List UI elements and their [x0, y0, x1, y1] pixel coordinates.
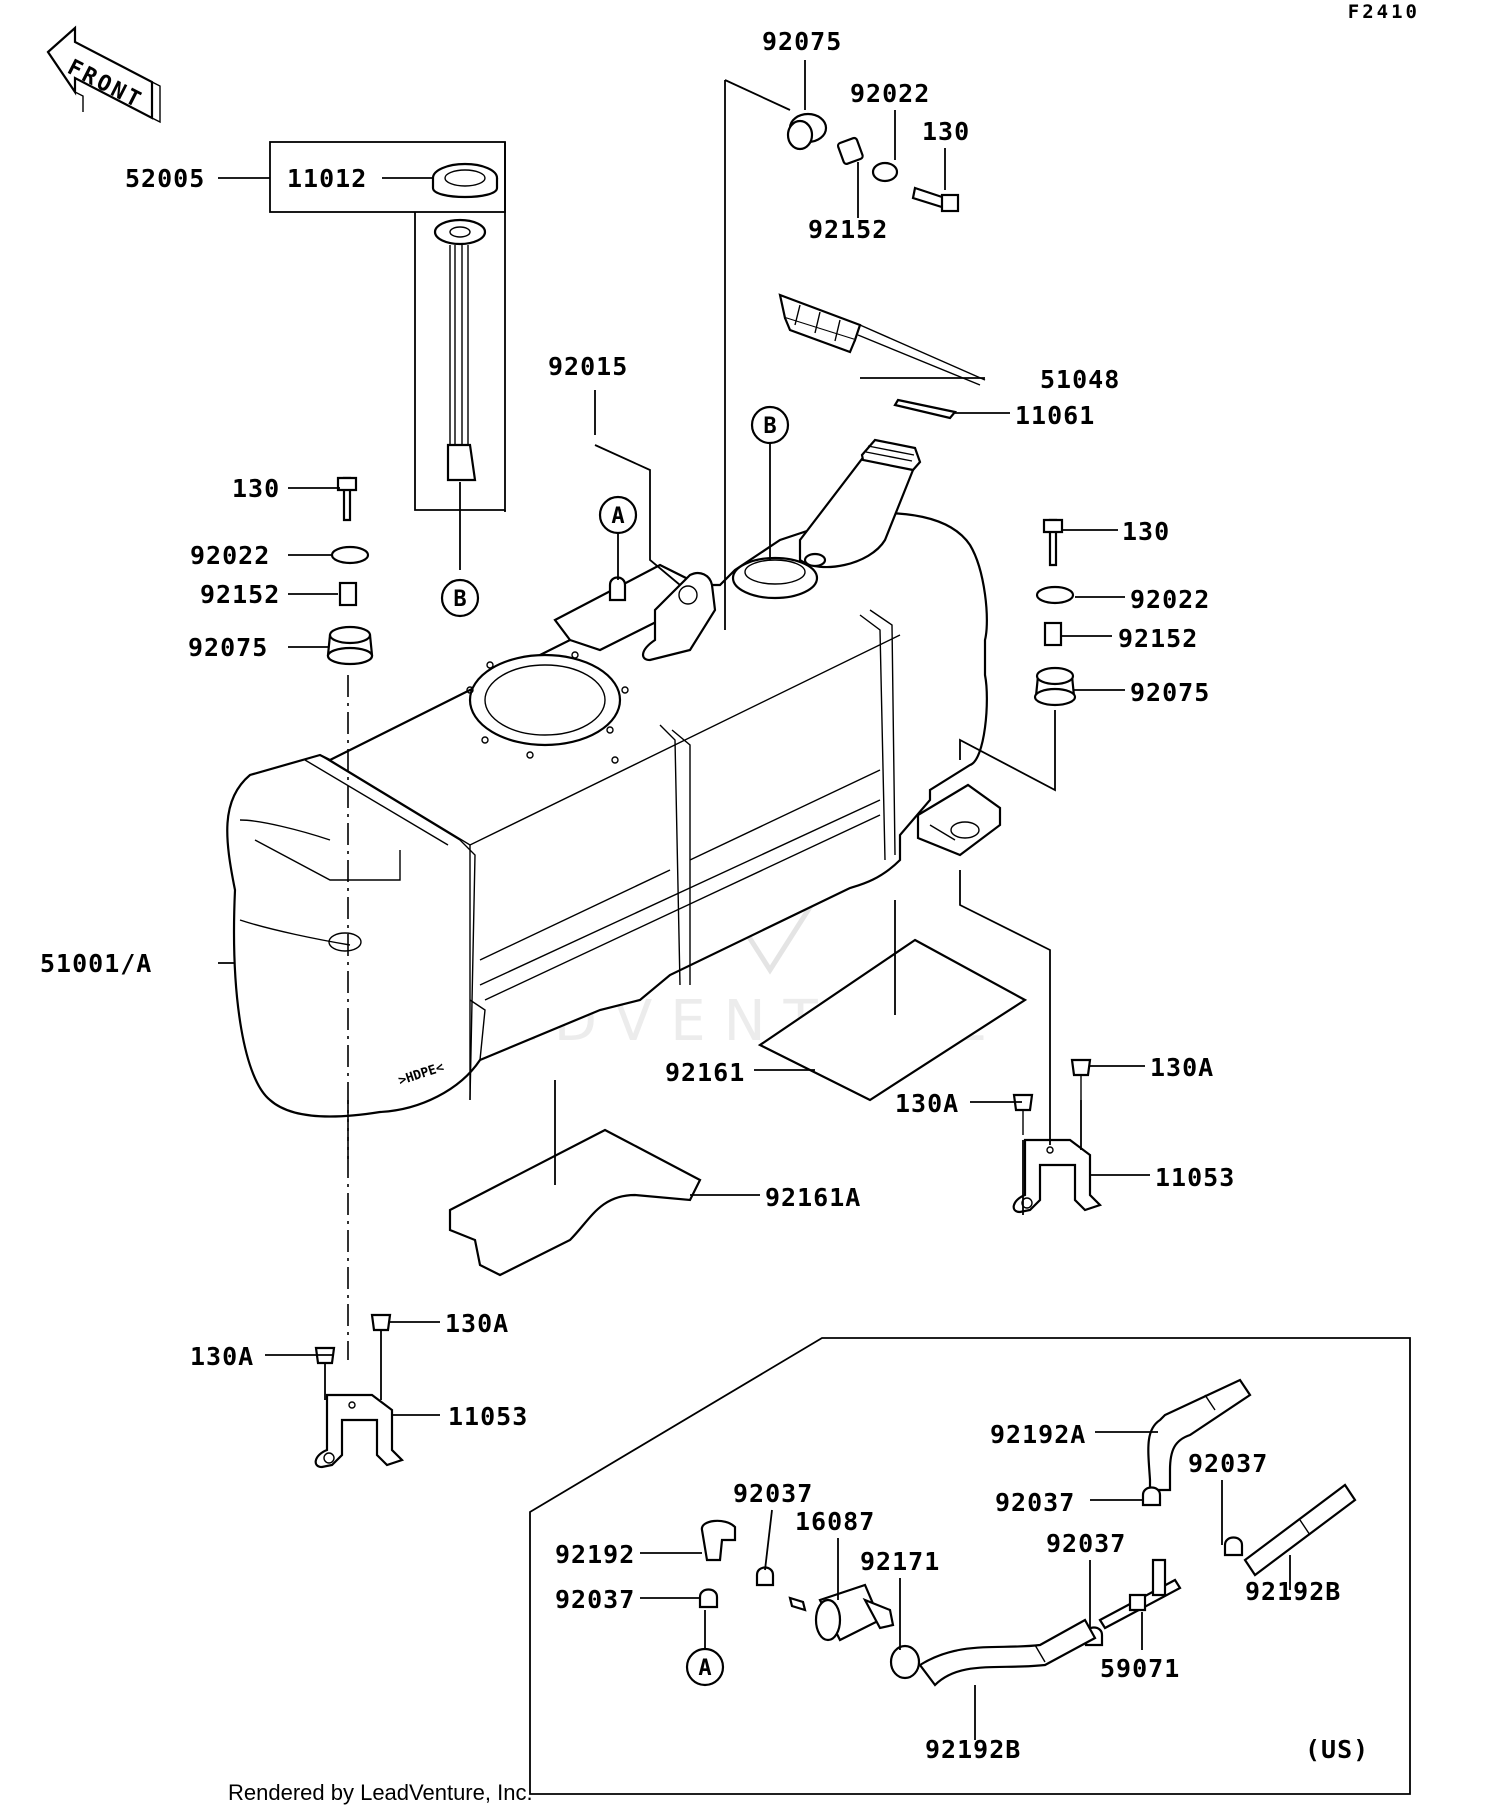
fuel-tank: >HDPE<: [226, 438, 1002, 1118]
label-52005: 52005: [125, 164, 205, 193]
label-92075-right: 92075: [1130, 678, 1210, 707]
label-92192a: 92192A: [990, 1420, 1086, 1449]
label-92152-top: 92152: [808, 215, 888, 244]
callout-b-top: B: [750, 405, 790, 560]
left-mount-hardware: [326, 476, 374, 666]
label-92015: 92015: [548, 352, 628, 381]
label-92037-a: 92037: [995, 1488, 1075, 1517]
svg-text:A: A: [611, 504, 624, 529]
label-92022-left: 92022: [190, 541, 270, 570]
label-92192b-right: 92192B: [1245, 1577, 1341, 1606]
right-mount-hardware: [959, 518, 1077, 792]
label-92152-right: 92152: [1118, 624, 1198, 653]
label-92022-top: 92022: [850, 79, 930, 108]
label-92152-left: 92152: [200, 580, 280, 609]
label-16087: 16087: [795, 1507, 875, 1536]
us-hose-box: [529, 1337, 1411, 1795]
top-mount-hardware: [724, 79, 986, 630]
label-92192b-bottom: 92192B: [925, 1735, 1021, 1764]
label-92037-c: 92037: [1046, 1529, 1126, 1558]
label-51048: 51048: [1040, 365, 1120, 394]
label-92037-b: 92037: [1188, 1449, 1268, 1478]
label-130a-left-1: 130A: [190, 1342, 254, 1371]
svg-text:A: A: [698, 1656, 711, 1681]
label-59071: 59071: [1100, 1654, 1180, 1683]
label-92075-top: 92075: [762, 27, 842, 56]
label-130a-right-1: 130A: [1150, 1053, 1214, 1082]
label-11053-right: 11053: [1155, 1163, 1235, 1192]
label-51001a: 51001/A: [40, 949, 152, 978]
label-92192: 92192: [555, 1540, 635, 1569]
label-92161: 92161: [665, 1058, 745, 1087]
label-130-left: 130: [232, 474, 280, 503]
footer-credit: Rendered by LeadVenture, Inc.: [228, 1780, 533, 1805]
label-11061: 11061: [1015, 401, 1095, 430]
fuel-gauge-assembly: [269, 141, 506, 570]
svg-text:B: B: [763, 414, 776, 439]
label-92022-right: 92022: [1130, 585, 1210, 614]
tank-pads: [448, 900, 1028, 1277]
label-130-top: 130: [922, 117, 970, 146]
callout-a-bottom: A: [685, 1647, 725, 1687]
label-92037-e: 92037: [555, 1585, 635, 1614]
label-130-right: 130: [1122, 517, 1170, 546]
callout-a-top: A: [598, 495, 638, 580]
label-130a-left-2: 130A: [445, 1309, 509, 1338]
svg-text:B: B: [453, 587, 466, 612]
label-92075-left: 92075: [188, 633, 268, 662]
front-arrow-icon: FRONT: [46, 25, 161, 124]
label-11012: 11012: [287, 164, 367, 193]
callout-b-left: B: [440, 578, 480, 618]
label-92171: 92171: [860, 1547, 940, 1576]
left-bracket: [314, 1313, 405, 1469]
part-labels: 52005 11012 130 92022 92152 92075 51001/…: [40, 27, 1369, 1764]
label-92161a: 92161A: [765, 1183, 861, 1212]
right-bracket: [959, 870, 1103, 1215]
region-label: (US): [1305, 1735, 1369, 1764]
leader-lines: [218, 60, 1291, 1740]
diagram-code: F2410: [1348, 1, 1420, 23]
label-11053-left: 11053: [448, 1402, 528, 1431]
label-92037-d: 92037: [733, 1479, 813, 1508]
label-130a-right-2: 130A: [895, 1089, 959, 1118]
